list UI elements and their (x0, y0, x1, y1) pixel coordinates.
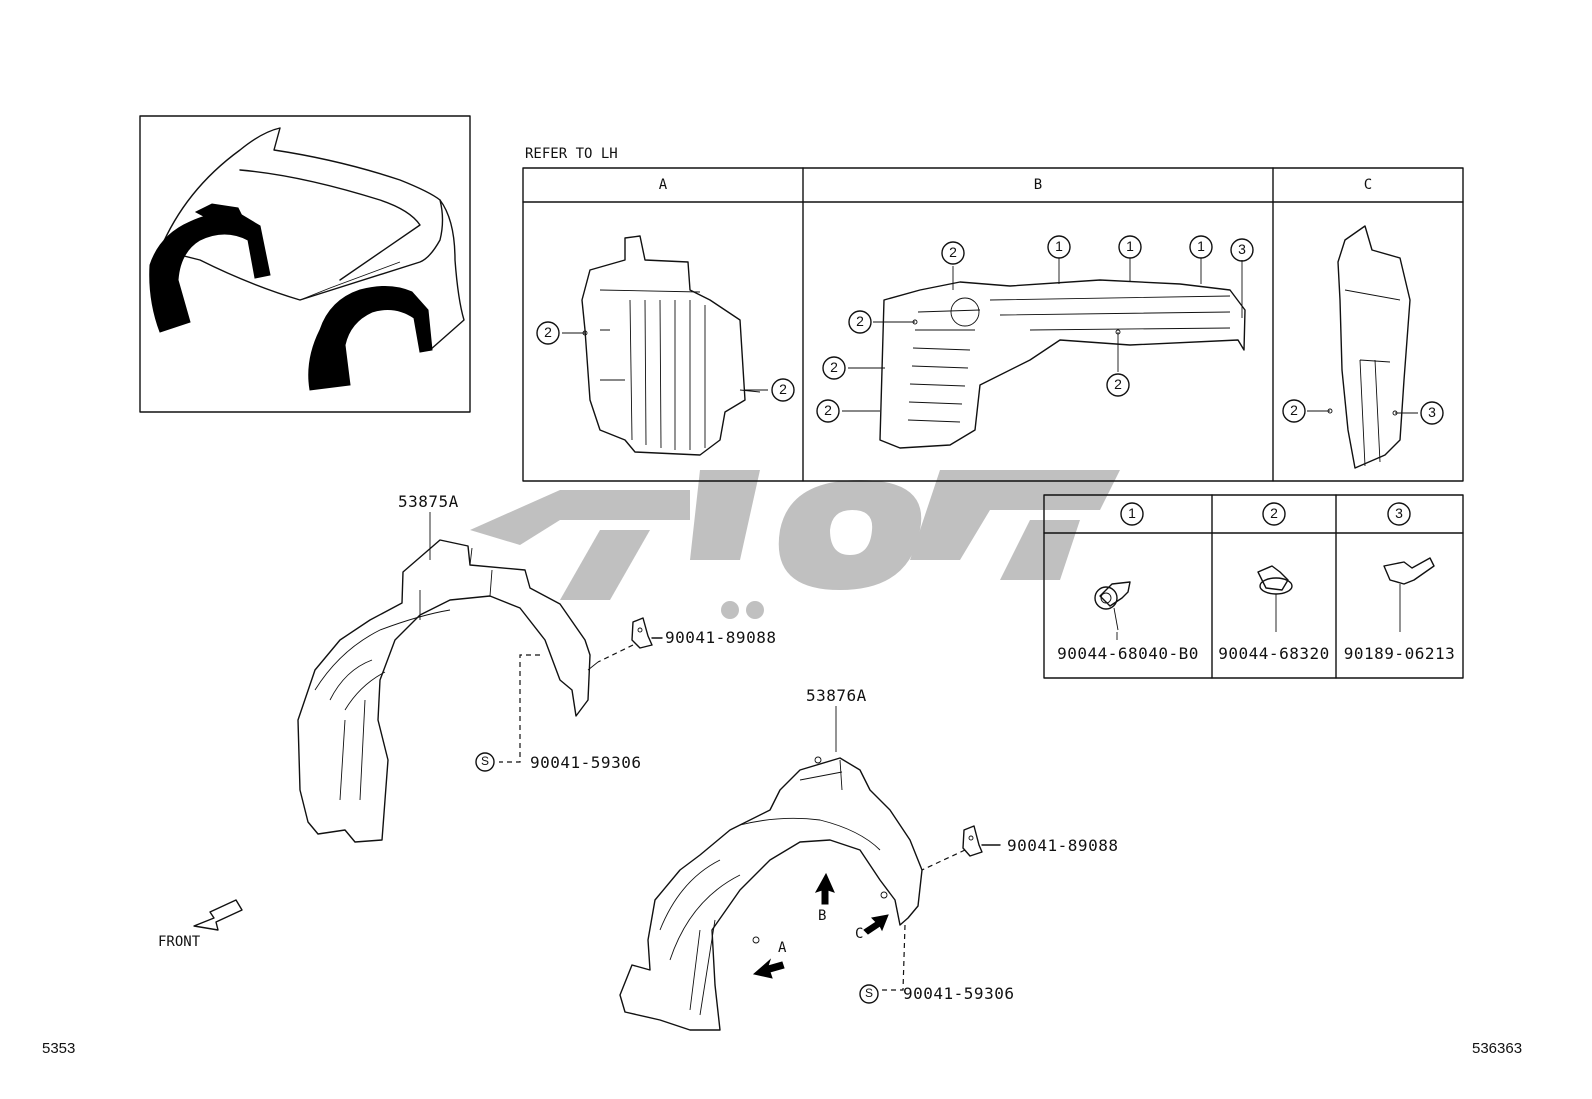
view-c-header: C (1363, 177, 1373, 193)
callout-2: 2 (856, 313, 864, 329)
front-screw-part-number[interactable]: 90041-59306 (530, 753, 642, 772)
vehicle-overview-illustration (139, 115, 471, 413)
rear-liner-part-number[interactable]: 53876A (806, 686, 867, 705)
rear-clip-drawing (921, 825, 1001, 871)
callout-2: 2 (1290, 402, 1298, 418)
footer-right-code: 536363 (1472, 1040, 1523, 1057)
front-screw-leader (499, 654, 540, 763)
refer-table-frame (522, 167, 1464, 482)
view-a-header: A (658, 177, 668, 193)
callout-2: 2 (830, 359, 838, 375)
leader-lines (429, 258, 1418, 752)
footer-left-code: 5353 (42, 1040, 76, 1057)
screw-symbol: S (480, 754, 489, 768)
callout-1: 1 (1126, 238, 1134, 254)
rear-screw-leader (882, 924, 906, 991)
callout-3: 3 (1238, 241, 1246, 257)
view-arrow-b (814, 872, 835, 905)
callout-2: 2 (779, 381, 787, 397)
rear-clip-part-number[interactable]: 90041-89088 (1007, 836, 1119, 855)
view-b-header: B (1033, 177, 1043, 193)
fastener-3-drawing (1383, 557, 1435, 632)
front-label: FRONT (158, 934, 201, 950)
callout-1: 1 (1197, 238, 1205, 254)
arrow-label-a: A (778, 940, 787, 956)
view-c-part (1327, 225, 1411, 469)
arrow-label-c: C (855, 926, 864, 942)
view-b-part (879, 279, 1246, 449)
view-arrow-c (863, 914, 889, 935)
refer-to-lh-label: REFER TO LH (525, 146, 618, 162)
fastener-3-number: 3 (1395, 505, 1403, 521)
rear-fender-liner-drawing (619, 756, 923, 1031)
front-clip-drawing (597, 617, 663, 663)
front-liner-part-number[interactable]: 53875A (398, 492, 459, 511)
callout-2: 2 (1114, 376, 1122, 392)
view-a-part (581, 235, 761, 456)
screw-symbol: S (864, 986, 873, 1000)
fastener-table-frame (1043, 494, 1464, 679)
view-arrow-a (752, 958, 785, 979)
fastener-1-number: 1 (1128, 505, 1136, 521)
front-clip-part-number[interactable]: 90041-89088 (665, 628, 777, 647)
fastener-1-drawing (1094, 581, 1131, 631)
rear-screw-part-number[interactable]: 90041-59306 (903, 984, 1015, 1003)
arrow-label-b: B (818, 908, 827, 924)
callout-2: 2 (949, 244, 957, 260)
fastener-2-part-number[interactable]: 90044-68320 (1218, 644, 1330, 663)
fastener-2-drawing (1257, 565, 1293, 632)
fastener-2-number: 2 (1270, 505, 1278, 521)
callout-2: 2 (824, 402, 832, 418)
front-arrow-icon (193, 899, 243, 931)
callout-2: 2 (544, 324, 552, 340)
fastener-1-part-number[interactable]: 90044-68040-B0 (1057, 644, 1199, 663)
callout-1: 1 (1055, 238, 1063, 254)
front-fender-liner-drawing (297, 539, 599, 843)
fastener-3-part-number[interactable]: 90189-06213 (1343, 644, 1456, 663)
callout-3: 3 (1428, 404, 1436, 420)
